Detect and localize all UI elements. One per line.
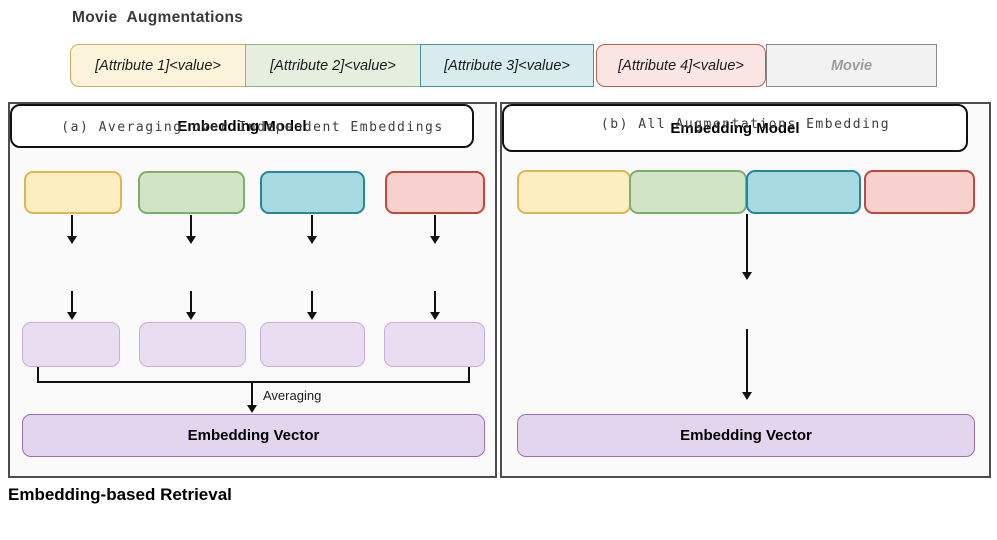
strip-attribute-3: [Attribute 3]<value> <box>420 44 594 87</box>
panel-b-augmentation-1-box <box>517 170 631 214</box>
panel-a-embedding-4-box <box>384 322 485 367</box>
averaging-arrow-down-icon <box>247 382 257 413</box>
strip-attribute-2: [Attribute 2]<value> <box>245 44 421 87</box>
bracket-right-stub <box>468 367 470 382</box>
bracket-line <box>37 381 470 383</box>
panel-b-embedding-model-label: Embedding Model <box>670 119 800 137</box>
panel-b: (b) All Augmentations Embedding Embeddin… <box>500 102 991 478</box>
panel-b-embedding-vector-label: Embedding Vector <box>680 427 812 444</box>
panel-a-augmentation-3-box <box>260 171 365 214</box>
strip-movie-label: Movie <box>830 57 873 74</box>
panel-a-embedding-1-box <box>22 322 120 367</box>
arrow-down-icon <box>307 291 317 320</box>
panel-a-embedding-model-box: Embedding Model <box>10 104 474 148</box>
arrow-down-icon <box>742 214 752 280</box>
strip-movie: Movie <box>766 44 937 87</box>
panel-a-embedding-2-box <box>139 322 246 367</box>
panel-b-embedding-model-box: Embedding Model <box>502 104 968 152</box>
arrow-down-icon <box>430 291 440 320</box>
arrow-down-icon <box>307 215 317 244</box>
panel-a-embedding-vector-label: Embedding Vector <box>187 427 320 444</box>
panel-a-augmentation-2-box <box>138 171 245 214</box>
panel-a: (a) Averaging over Independent Embedding… <box>8 102 497 478</box>
panel-a-augmentation-1-box <box>24 171 122 214</box>
panel-a-embedding-vector-box: Embedding Vector <box>22 414 485 457</box>
panel-b-title: (b) All Augmentations Embedding <box>600 117 891 132</box>
strip-attribute-1: [Attribute 1]<value> <box>70 44 246 87</box>
panel-b-augmentation-3-box <box>746 170 861 214</box>
page-title: Movie Augmentations <box>72 9 244 26</box>
arrow-down-icon <box>430 215 440 244</box>
panel-b-augmentation-4-box <box>864 170 975 214</box>
arrow-down-icon <box>67 291 77 320</box>
strip-attribute-3-label: [Attribute 3]<value> <box>444 57 570 74</box>
arrow-down-icon <box>186 215 196 244</box>
strip-attribute-1-label: [Attribute 1]<value> <box>95 57 221 74</box>
strip-attribute-2-label: [Attribute 2]<value> <box>270 57 396 74</box>
bracket-left-stub <box>37 367 39 382</box>
averaging-label: Averaging <box>263 388 322 403</box>
panel-a-embedding-model-label: Embedding Model <box>177 117 307 135</box>
strip-attribute-4: [Attribute 4]<value> <box>596 44 766 87</box>
panel-b-embedding-vector-box: Embedding Vector <box>517 414 975 457</box>
embedding-based-retrieval-label: Embedding-based Retrieval <box>8 485 232 504</box>
panel-a-embedding-3-box <box>260 322 365 367</box>
strip-attribute-4-label: [Attribute 4]<value> <box>618 57 744 74</box>
panel-b-augmentation-2-box <box>629 170 747 214</box>
arrow-down-icon <box>67 215 77 244</box>
panel-a-title: (a) Averaging over Independent Embedding… <box>61 120 444 135</box>
arrow-down-icon <box>742 329 752 400</box>
arrow-down-icon <box>186 291 196 320</box>
panel-a-augmentation-4-box <box>385 171 485 214</box>
